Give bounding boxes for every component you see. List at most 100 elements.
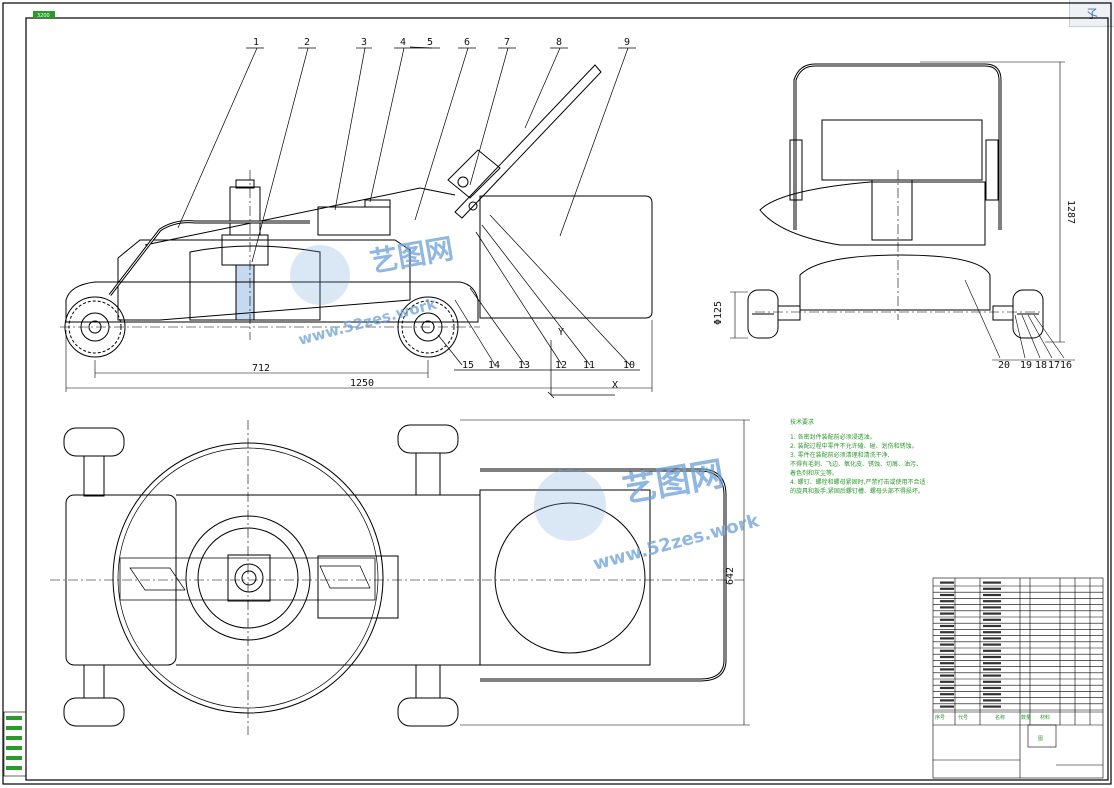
parts-row-code bbox=[940, 699, 954, 702]
axis-x-label: X bbox=[612, 380, 618, 391]
rear-part-label: 19 bbox=[1020, 360, 1032, 371]
parts-row-name bbox=[983, 606, 1001, 609]
side-part-label: 5 bbox=[427, 37, 433, 48]
col-header: 材料 bbox=[1040, 714, 1050, 721]
parts-row-name bbox=[983, 600, 1001, 603]
side-part-label: 12 bbox=[555, 360, 567, 371]
top-view bbox=[50, 419, 750, 735]
col-header: 数量 bbox=[1021, 714, 1031, 721]
title-mark: 图 bbox=[1038, 736, 1043, 742]
parts-row-code bbox=[940, 674, 954, 677]
parts-row-name bbox=[983, 618, 1001, 621]
side-part-label: 3 bbox=[361, 37, 367, 48]
side-part-label: 4 bbox=[400, 37, 406, 48]
rear-part-label: 17 bbox=[1048, 360, 1060, 371]
axis-y-label: Y bbox=[558, 327, 564, 338]
top-wheel-rr bbox=[397, 664, 459, 727]
parts-row-name bbox=[983, 693, 1001, 696]
dim-712: 712 bbox=[252, 363, 270, 374]
parts-row-name bbox=[983, 668, 1001, 671]
parts-row-code bbox=[940, 606, 954, 609]
side-part-label: 7 bbox=[504, 37, 510, 48]
parts-row-code bbox=[940, 581, 954, 584]
tech-notes: 技术要求 1. 各密封件装配前必须浸透油。 2. 装配过程中零件不允许磕、碰、划… bbox=[790, 418, 926, 495]
parts-row-name bbox=[983, 699, 1001, 702]
top-wheel-rl bbox=[63, 664, 125, 727]
parts-row-name bbox=[983, 655, 1001, 659]
notes-line: 2. 装配过程中零件不允许磕、碰、划伤和锈蚀。 bbox=[790, 442, 918, 450]
parts-row-name bbox=[983, 593, 1001, 597]
notes-title: 技术要求 bbox=[790, 418, 814, 426]
notes-line: 1. 各密封件装配前必须浸透油。 bbox=[790, 433, 876, 441]
title-block bbox=[932, 577, 1104, 779]
parts-row-code bbox=[940, 637, 954, 640]
side-part-label: 9 bbox=[624, 37, 630, 48]
col-header: 代号 bbox=[958, 714, 968, 721]
rear-part-label: 16 bbox=[1060, 360, 1072, 371]
dim-wheel-diameter: Φ125 bbox=[713, 301, 724, 325]
parts-row-name bbox=[983, 581, 1001, 584]
watermark-2: 艺图网 www.52zes.work bbox=[534, 454, 762, 575]
notes-line: 着色剂和灰尘等。 bbox=[790, 469, 838, 477]
side-part-label: 6 bbox=[464, 37, 470, 48]
parts-row-code bbox=[940, 649, 954, 652]
corner-tab[interactable]: 孓 bbox=[1069, 0, 1114, 27]
rear-part-label: 18 bbox=[1035, 360, 1047, 371]
parts-row-code bbox=[940, 624, 954, 628]
parts-row-name bbox=[983, 643, 1001, 646]
col-header: 名称 bbox=[995, 714, 1005, 721]
parts-row-code bbox=[940, 643, 954, 646]
parts-row-code bbox=[940, 587, 954, 590]
notes-line: 不得有毛刺、飞边、氧化皮、锈蚀、切屑、油污、 bbox=[790, 460, 922, 468]
notes-line: 的旋具和扳手,紧固后螺钉槽、螺母头部不得损坏。 bbox=[790, 487, 924, 495]
parts-row-code bbox=[940, 655, 954, 659]
parts-row-name bbox=[983, 686, 1001, 690]
parts-row-name bbox=[983, 662, 1001, 665]
left-margin-block bbox=[3, 711, 27, 777]
parts-row-code bbox=[940, 612, 954, 615]
parts-list-rows bbox=[933, 581, 1103, 711]
parts-row-code bbox=[940, 668, 954, 671]
parts-row-name bbox=[983, 674, 1001, 677]
parts-row-code bbox=[940, 593, 954, 597]
side-view bbox=[60, 46, 653, 399]
notes-line: 3. 零件在装配前必须清理和清洗干净, bbox=[790, 451, 890, 459]
parts-row-name bbox=[983, 705, 1001, 708]
side-part-label: 15 bbox=[462, 360, 474, 371]
parts-row-code bbox=[940, 705, 954, 708]
parts-row-name bbox=[983, 680, 1001, 683]
parts-row-name bbox=[983, 637, 1001, 640]
dim-1250: 1250 bbox=[350, 378, 374, 389]
side-part-label: 8 bbox=[556, 37, 562, 48]
side-part-label: 1 bbox=[253, 37, 259, 48]
rear-part-label: 20 bbox=[998, 360, 1010, 371]
top-wheel-fr bbox=[397, 424, 459, 496]
col-header: 序号 bbox=[935, 714, 945, 721]
side-part-label: 2 bbox=[304, 37, 310, 48]
parts-row-code bbox=[940, 600, 954, 603]
watermark-1: 艺图网 www.52zes.work bbox=[290, 232, 456, 349]
side-part-label: 10 bbox=[623, 360, 635, 371]
parts-row-code bbox=[940, 662, 954, 665]
watermark-cn: 艺图网 bbox=[367, 232, 455, 279]
parts-row-code bbox=[940, 631, 954, 634]
parts-row-code bbox=[940, 686, 954, 690]
dim-642: 642 bbox=[725, 567, 736, 585]
parts-row-name bbox=[983, 587, 1001, 590]
rear-right-wheel bbox=[992, 289, 1044, 339]
watermark-cn: 艺图网 bbox=[620, 454, 727, 511]
parts-row-name bbox=[983, 612, 1001, 615]
parts-row-name bbox=[983, 624, 1001, 628]
inner-frame bbox=[25, 17, 1109, 781]
top-tag bbox=[33, 11, 55, 18]
rear-view bbox=[730, 61, 1075, 361]
parts-row-name bbox=[983, 631, 1001, 634]
dim-1287: 1287 bbox=[1065, 200, 1076, 224]
side-part-label: 14 bbox=[488, 360, 500, 371]
parts-row-code bbox=[940, 693, 954, 696]
parts-row-name bbox=[983, 649, 1001, 652]
parts-row-code bbox=[940, 618, 954, 621]
top-wheel-fl bbox=[63, 427, 125, 497]
